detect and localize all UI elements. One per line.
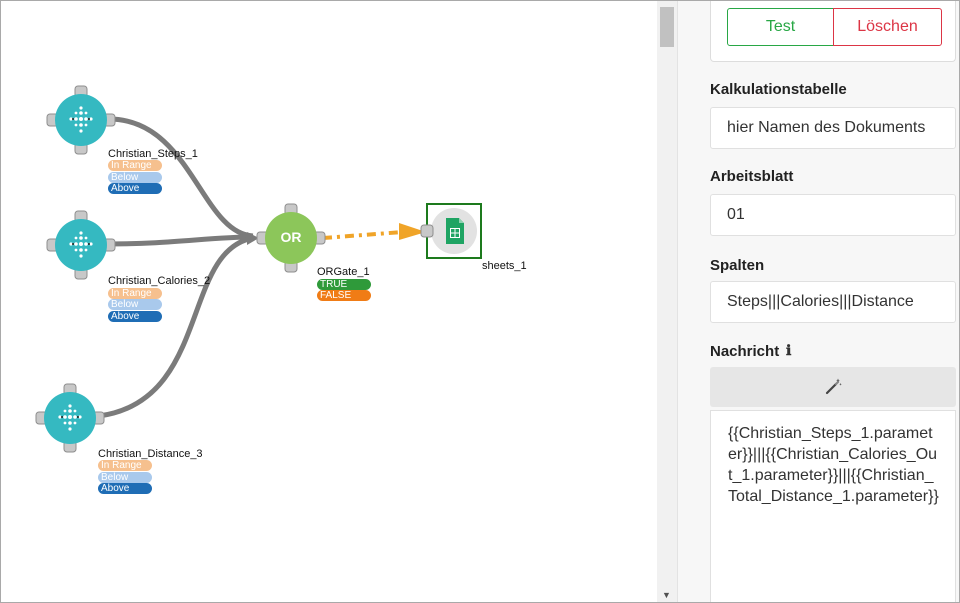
tag-below: Below [108, 299, 162, 310]
tag-above: Above [108, 183, 162, 194]
node-label-distance: Christian_Distance_3 [98, 448, 203, 460]
message-label: Nachricht [710, 343, 780, 360]
node-steps[interactable] [46, 85, 116, 155]
node-label-calories: Christian_Calories_2 [108, 275, 211, 287]
google-sheets-icon [446, 218, 464, 244]
tag-false: FALSE [317, 290, 371, 301]
scroll-down-arrow-icon[interactable]: ▼ [662, 590, 671, 600]
dashed-arrowhead [399, 223, 426, 240]
tag-true: TRUE [317, 279, 371, 290]
delete-button[interactable]: Löschen [833, 8, 942, 46]
spreadsheet-input[interactable]: hier Namen des Dokuments [710, 107, 956, 149]
tag-above: Above [108, 311, 162, 322]
magic-wand-icon [825, 378, 842, 395]
properties-panel: Test Löschen Kalkulationstabelle hier Na… [696, 1, 959, 602]
edge-or-to-sheets [322, 230, 404, 240]
edge-distance-to-or [98, 235, 254, 419]
canvas-scrollbar[interactable]: ▼ [657, 1, 677, 602]
edge-arrowhead [247, 232, 259, 245]
columns-input[interactable]: Steps|||Calories|||Distance [710, 281, 956, 323]
node-label-steps: Christian_Steps_1 [108, 148, 198, 160]
info-icon[interactable]: ℹ [786, 343, 792, 359]
tag-above: Above [98, 483, 152, 494]
tag-below: Below [98, 472, 152, 483]
spreadsheet-label: Kalkulationstabelle [710, 81, 847, 98]
fitbit-icon [69, 106, 93, 133]
tag-below: Below [108, 172, 162, 183]
connections [35, 85, 482, 453]
pane-divider[interactable] [677, 1, 697, 602]
fitbit-icon [58, 404, 82, 431]
node-label-sheets: sheets_1 [482, 260, 527, 272]
test-button[interactable]: Test [727, 8, 834, 46]
orgate-text: OR [280, 229, 302, 245]
tag-in-range: In Range [108, 160, 162, 171]
edge-steps-to-or [108, 116, 254, 239]
edge-calories-to-or [108, 234, 254, 247]
node-label-orgate: ORGate_1 [317, 266, 370, 278]
node-orgate[interactable] [256, 203, 326, 273]
worksheet-label: Arbeitsblatt [710, 168, 794, 185]
node-calories[interactable] [46, 210, 116, 280]
insert-variable-button[interactable] [710, 367, 956, 407]
message-textarea[interactable]: {{Christian_Steps_1.parameter}}|||{{Chri… [710, 410, 956, 602]
action-button-group: Test Löschen [710, 1, 956, 62]
columns-label: Spalten [710, 257, 765, 274]
tag-in-range: In Range [108, 288, 162, 299]
fitbit-icon [69, 231, 93, 258]
node-sheets[interactable] [420, 203, 482, 259]
tag-in-range: In Range [98, 460, 152, 471]
flow-canvas[interactable]: OR Christian_Steps_1 In Range Below Abov… [1, 1, 657, 602]
worksheet-input[interactable]: 01 [710, 194, 956, 236]
node-distance[interactable] [35, 383, 105, 453]
scrollbar-thumb[interactable] [660, 7, 674, 47]
